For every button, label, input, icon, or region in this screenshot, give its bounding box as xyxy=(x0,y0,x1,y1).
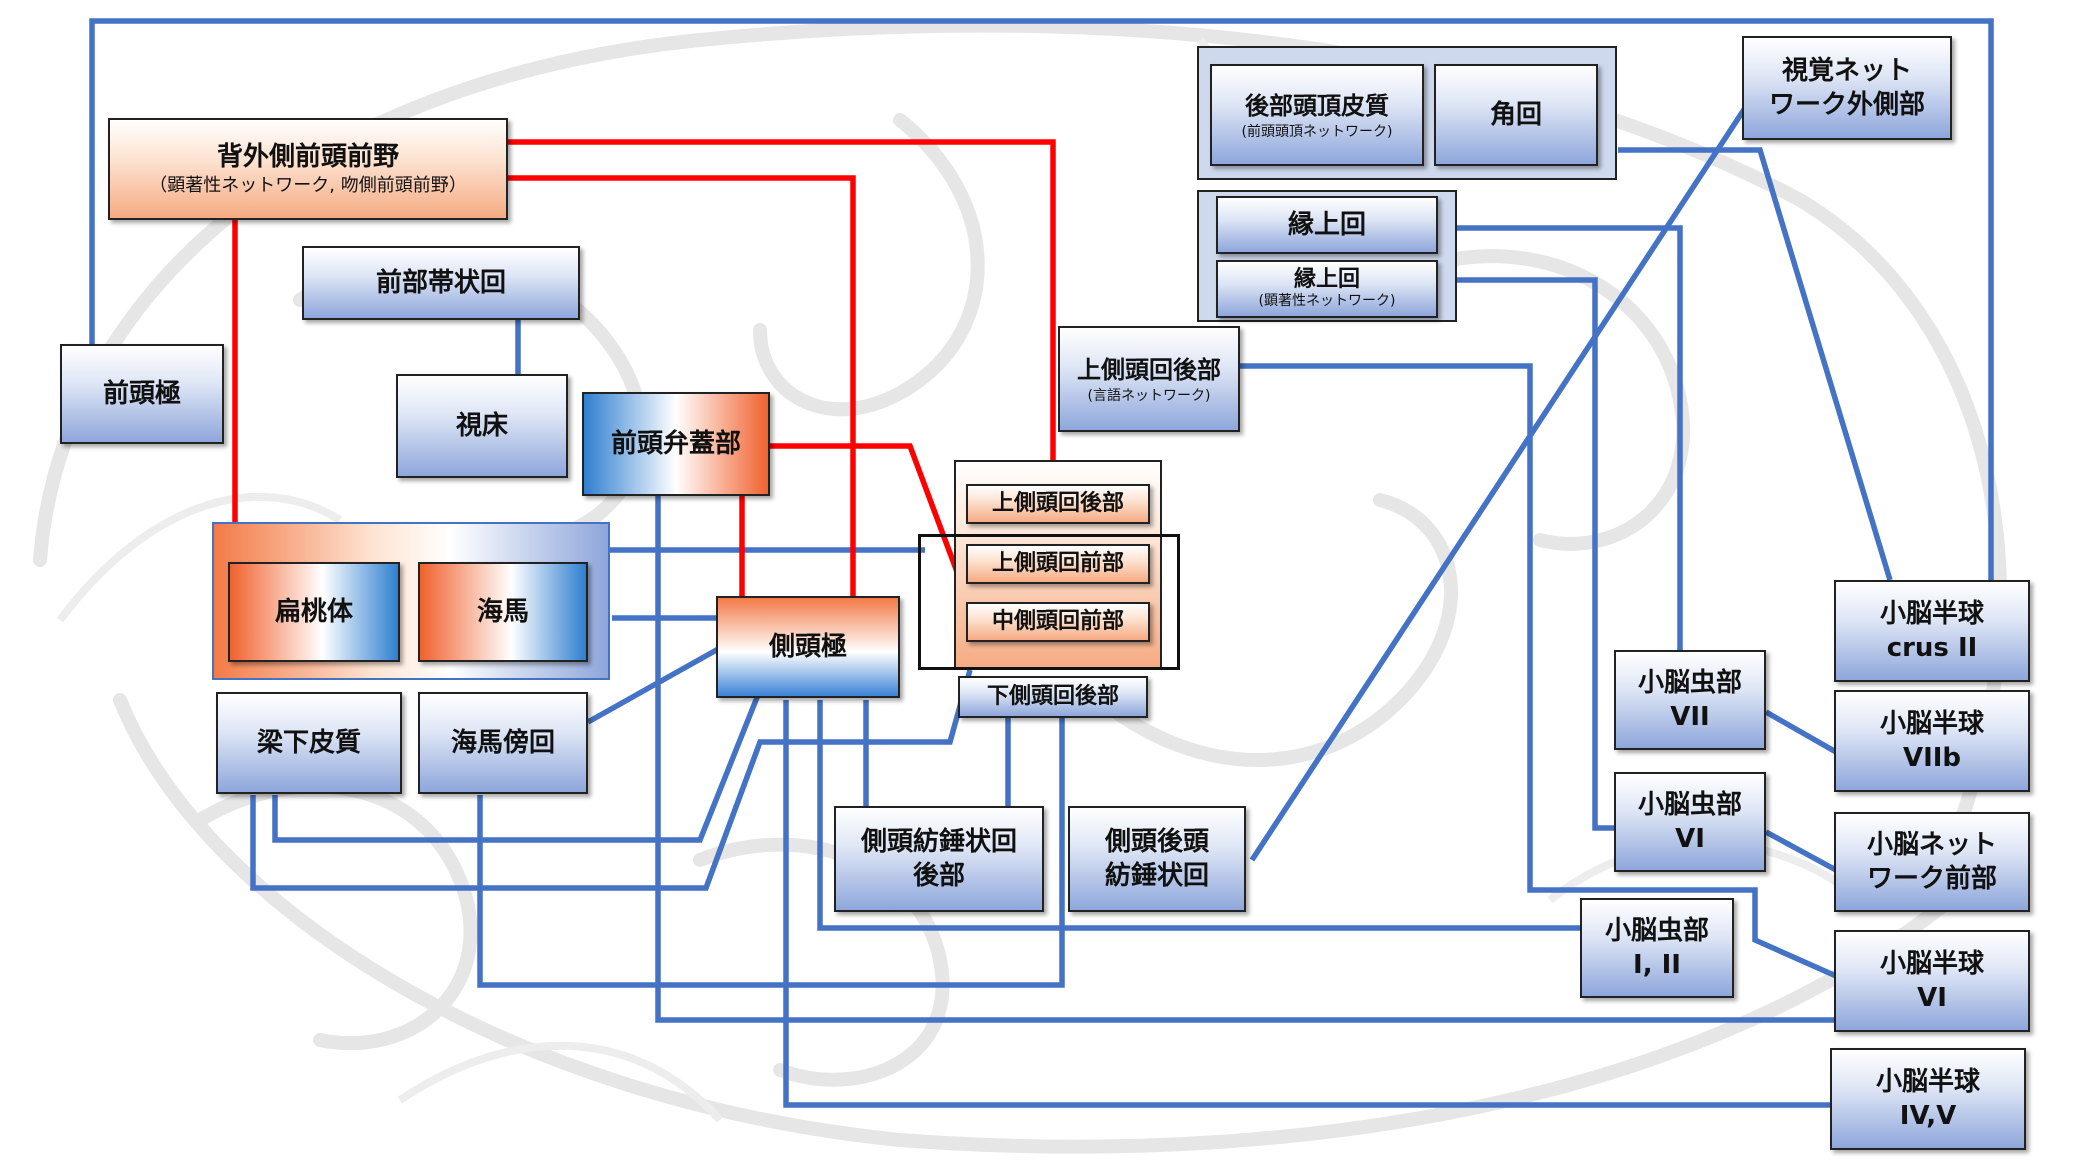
link-dlpfc-to-stg-posterior xyxy=(507,139,1056,462)
link-subcallosal-to-temporal-pole xyxy=(272,688,763,843)
frontal-pole-title: 前頭極 xyxy=(102,379,181,409)
link-parahippocampal-to-itg xyxy=(477,718,1065,988)
hippocampus-title: 海馬 xyxy=(476,597,529,627)
stg-posterior-language-title: 上側頭回後部 xyxy=(1077,356,1221,384)
stg-posterior-language-subtitle: (言語ネットワーク) xyxy=(1087,388,1211,404)
stg-posterior-upper-node: 上側頭回後部 xyxy=(966,484,1150,524)
posterior-parietal-title: 後部頭頂皮質 xyxy=(1245,92,1389,120)
visual-network-lateral-line1: 視覚ネット xyxy=(1781,56,1912,86)
itg-posterior-node: 下側頭回後部 xyxy=(958,676,1148,718)
cerebellum-crus2-node: 小脳半球 crus II xyxy=(1834,580,2030,682)
fusiform-posterior-line1: 側頭紡錘状回 xyxy=(860,827,1017,857)
cerebellar-network-anterior-node: 小脳ネット ワーク前部 xyxy=(1834,812,2030,912)
fusiform-temporooccipital-node: 側頭後頭 紡錘状回 xyxy=(1068,806,1246,912)
stg-posterior-language-node: 上側頭回後部 (言語ネットワーク) xyxy=(1058,326,1240,432)
posterior-parietal-node: 後部頭頂皮質 (前頭頭頂ネットワーク) xyxy=(1210,64,1424,166)
posterior-parietal-subtitle: (前頭頭頂ネットワーク) xyxy=(1241,124,1393,140)
dlpfc-node: 背外側前頭前野 （顕著性ネットワーク, 吻側前頭前野） xyxy=(108,118,508,220)
hemi6-line1: 小脳半球 xyxy=(1879,949,1984,979)
vermis-i-ii-node: 小脳虫部 I, II xyxy=(1580,898,1734,998)
angular-title: 角回 xyxy=(1489,100,1542,130)
link-supramarginal1-to-vermis7 xyxy=(1448,225,1683,655)
link-stg-lang-to-hemi6 xyxy=(1240,363,1838,979)
crus2-line2: crus II xyxy=(1886,633,1978,663)
fusiform-posterior-line2: 後部 xyxy=(912,861,965,891)
link-dlpfc-to-temporal-pole xyxy=(507,175,856,598)
visual-network-lateral-node: 視覚ネット ワーク外側部 xyxy=(1742,36,1952,140)
vermis-vii-node: 小脳虫部 VII xyxy=(1614,650,1766,750)
parahippocampal-node: 海馬傍回 xyxy=(418,692,588,794)
viib-line2: VIIb xyxy=(1902,743,1962,773)
cereb-net-ant-line2: ワーク前部 xyxy=(1866,864,1997,894)
thalamus-node: 視床 xyxy=(396,374,568,478)
supramarginal-2-node: 縁上回 (顕著性ネットワーク) xyxy=(1216,260,1438,318)
link-operculum-to-mtg xyxy=(770,443,975,613)
vermis12-line2: I, II xyxy=(1633,950,1681,980)
hemi45-line1: 小脳半球 xyxy=(1875,1067,1980,1097)
acc-title: 前部帯状回 xyxy=(375,268,506,298)
itg-posterior-title: 下側頭回後部 xyxy=(986,684,1119,709)
stg-anterior-node: 上側頭回前部 xyxy=(966,544,1150,584)
stg-anterior-title: 上側頭回前部 xyxy=(991,551,1124,576)
link-temporal-pole-to-vermis12 xyxy=(817,700,1590,931)
mtg-anterior-node: 中側頭回前部 xyxy=(966,602,1150,642)
vermis6-line2: VI xyxy=(1675,824,1705,854)
supramarginal-2-subtitle: (顕著性ネットワーク) xyxy=(1258,293,1396,309)
visual-network-lateral-line2: ワーク外側部 xyxy=(1768,90,1925,120)
vermis-vi-node: 小脳虫部 VI xyxy=(1614,772,1766,872)
vermis7-line2: VII xyxy=(1670,702,1710,732)
frontal-operculum-node: 前頭弁蓋部 xyxy=(582,392,770,496)
frontal-operculum-title: 前頭弁蓋部 xyxy=(610,429,741,459)
cerebellum-viib-node: 小脳半球 VIIb xyxy=(1834,690,2030,792)
link-subcallosal-to-middle-temporal xyxy=(250,669,973,891)
hippocampus-node: 海馬 xyxy=(418,562,588,662)
angular-node: 角回 xyxy=(1434,64,1598,166)
fusiform-posterior-node: 側頭紡錘状回 後部 xyxy=(834,806,1044,912)
cerebellum-hemi-iv-v-node: 小脳半球 IV,V xyxy=(1830,1048,2026,1150)
temporal-anterior-group xyxy=(918,534,1180,670)
acc-node: 前部帯状回 xyxy=(302,246,580,320)
link-temporal-pole-to-hemi45 xyxy=(783,700,1836,1108)
fusiform-temporooccipital-line2: 紡錘状回 xyxy=(1104,861,1209,891)
stg-posterior-upper-title: 上側頭回後部 xyxy=(991,491,1124,516)
link-frontal-pole-to-crus2 xyxy=(89,18,1994,586)
frontal-pole-node: 前頭極 xyxy=(60,344,224,444)
mtg-anterior-title: 中側頭回前部 xyxy=(991,609,1124,634)
cereb-net-ant-line1: 小脳ネット xyxy=(1866,830,1997,860)
crus2-line1: 小脳半球 xyxy=(1879,599,1984,629)
link-fusiform-to-visual xyxy=(1249,106,1748,862)
link-parietal-to-crus2 xyxy=(1618,147,1893,581)
link-supramarginal2-to-vermis6 xyxy=(1448,277,1622,831)
amygdala-node: 扁桃体 xyxy=(228,562,400,662)
cerebellum-hemi-vi-node: 小脳半球 VI xyxy=(1834,930,2030,1032)
hemi6-line2: VI xyxy=(1917,983,1947,1013)
thalamus-title: 視床 xyxy=(455,411,508,441)
link-parahippocampal-to-temporal-pole xyxy=(586,645,722,725)
supramarginal-1-title: 縁上回 xyxy=(1287,210,1366,240)
subcallosal-title: 梁下皮質 xyxy=(256,728,361,758)
subcallosal-node: 梁下皮質 xyxy=(216,692,402,794)
parahippocampal-title: 海馬傍回 xyxy=(450,728,555,758)
dlpfc-subtitle: （顕著性ネットワーク, 吻側前頭前野） xyxy=(149,175,467,196)
hemi45-line2: IV,V xyxy=(1899,1101,1957,1131)
dlpfc-title: 背外側前頭前野 xyxy=(216,142,399,172)
supramarginal-2-title: 縁上回 xyxy=(1293,267,1360,292)
vermis12-line1: 小脳虫部 xyxy=(1604,916,1709,946)
link-vermis7-to-viib xyxy=(1764,709,1838,755)
temporal-pole-title: 側頭極 xyxy=(768,632,847,662)
vermis6-line1: 小脳虫部 xyxy=(1637,790,1742,820)
temporal-pole-node: 側頭極 xyxy=(716,596,900,698)
link-operculum-to-hemi6 xyxy=(655,495,1836,1023)
viib-line1: 小脳半球 xyxy=(1879,709,1984,739)
fusiform-temporooccipital-line1: 側頭後頭 xyxy=(1104,827,1209,857)
supramarginal-1-node: 縁上回 xyxy=(1216,196,1438,254)
amygdala-title: 扁桃体 xyxy=(274,597,353,627)
vermis7-line1: 小脳虫部 xyxy=(1637,668,1742,698)
link-vermis6-to-cereb-ant xyxy=(1764,829,1838,873)
